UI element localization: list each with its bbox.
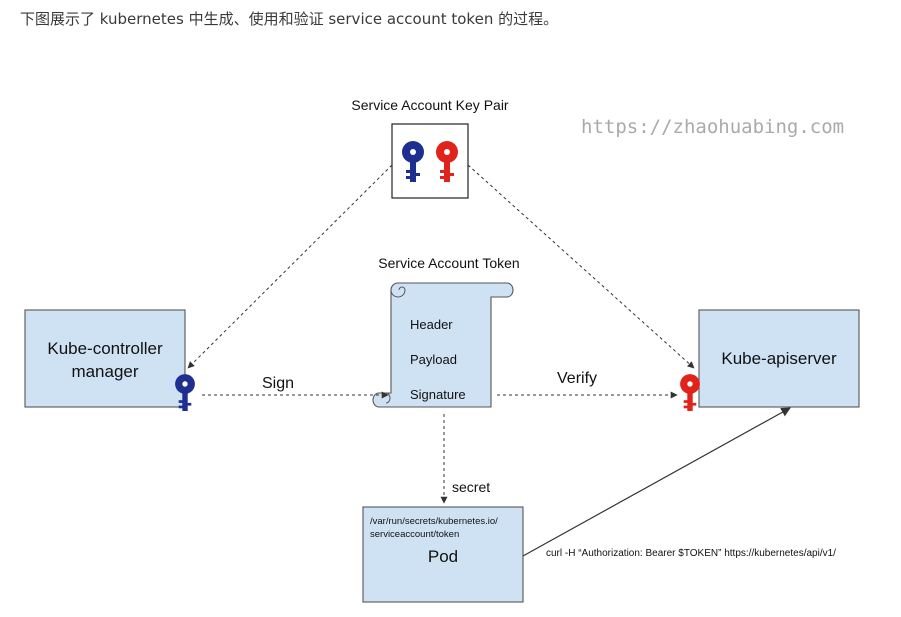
key-pair-label: Service Account Key Pair [351,97,509,113]
key-pair-box [391,123,469,199]
token-field-payload: Payload [410,352,457,367]
controller-label-line2: manager [71,362,138,381]
secret-label: secret [452,479,490,495]
controller-label-line1: Kube-controller [47,339,163,358]
apiserver-box [698,309,860,408]
controller-box [24,309,186,408]
pod-box [362,506,524,603]
curl-edge [522,407,791,557]
apiserver-label: Kube-apiserver [721,349,837,368]
token-field-signature: Signature [410,387,466,402]
sign-label: Sign [262,375,294,392]
token-scroll [372,282,514,408]
curl-command-label: curl -H “Authorization: Bearer $TOKEN” h… [546,548,836,559]
verify-label: Verify [557,370,597,387]
intro-text: 下图展示了 kubernetes 中生成、使用和验证 service accou… [20,10,559,28]
watermark-text: https://zhaohuabing.com [581,116,844,138]
token-field-header: Header [410,317,453,332]
pod-label: Pod [428,547,458,566]
private-key-to-controller-edge [187,164,393,369]
pod-token-path-line2: serviceaccount/token [370,529,459,540]
token-label: Service Account Token [378,255,519,271]
apiserver-public-key-icon [680,374,700,411]
pod-token-path-line1: /var/run/secrets/kubernetes.io/ [370,516,498,527]
public-key-to-apiserver-edge [467,164,695,369]
